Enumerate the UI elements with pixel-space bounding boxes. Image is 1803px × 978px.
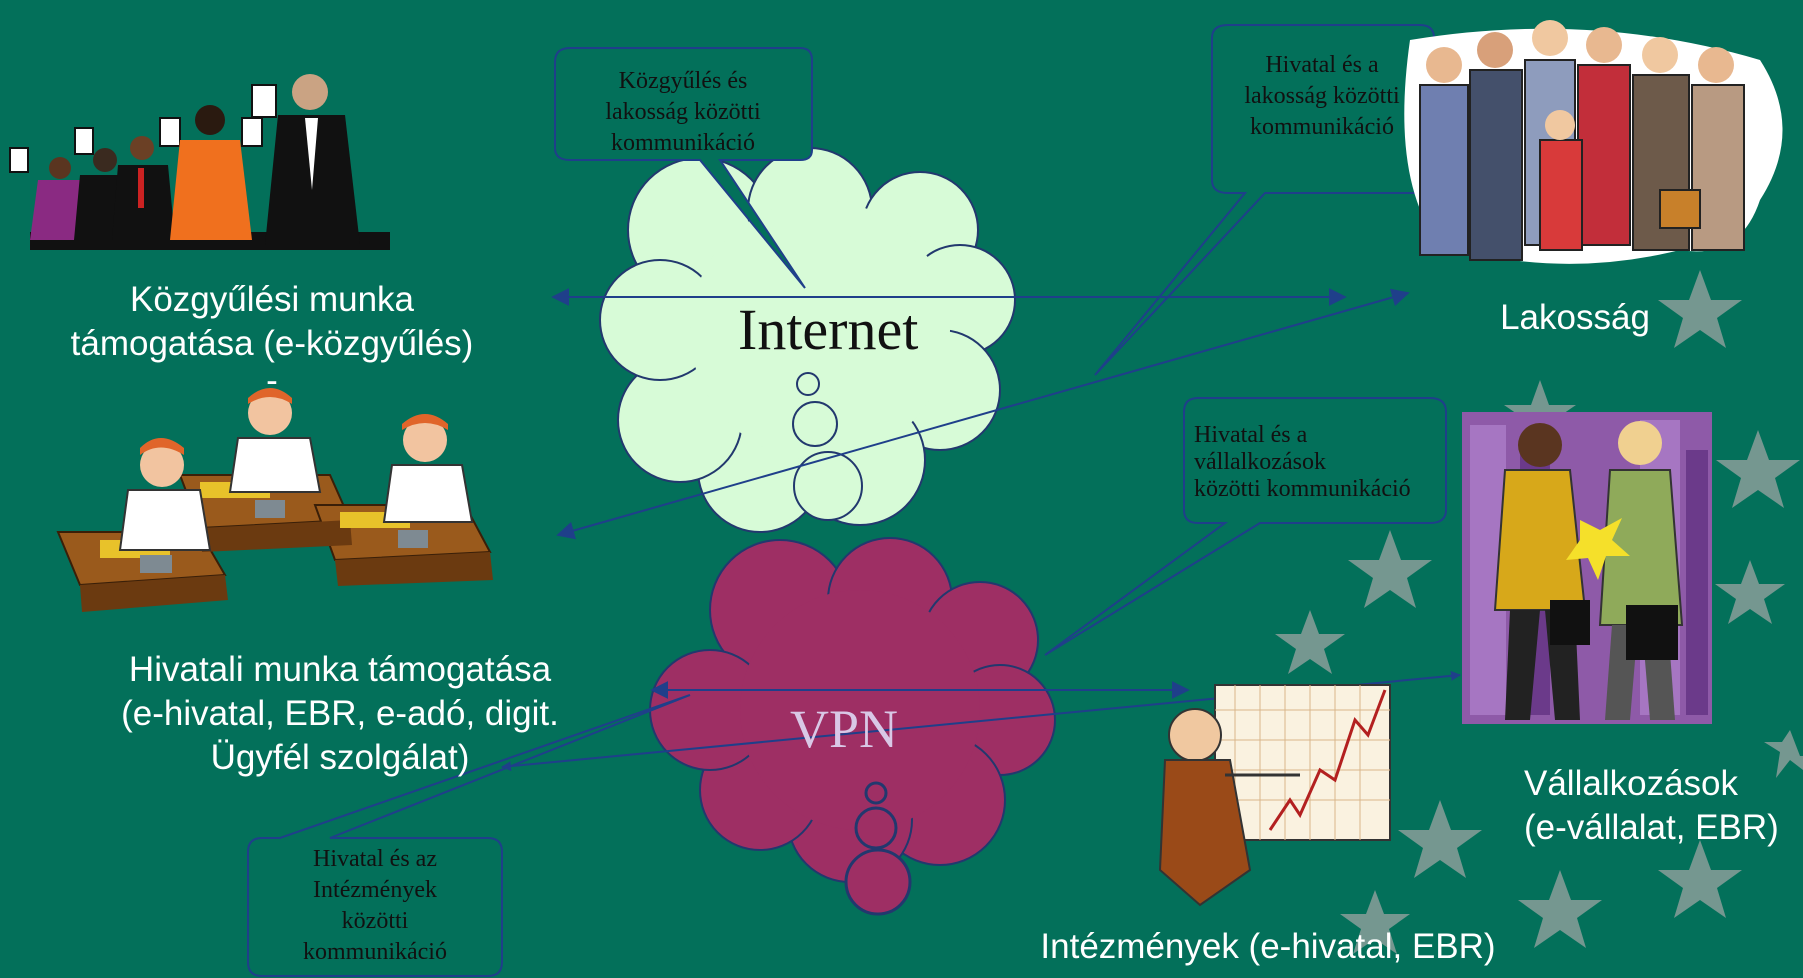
- node-vallalkozasok-label: Vállalkozások (e-vállalat, EBR): [1524, 762, 1800, 850]
- callout-line: Intézmények: [313, 877, 437, 903]
- crowd-icon: [1404, 20, 1783, 264]
- node-label-line: (e-vállalat, EBR): [1524, 808, 1779, 847]
- callout-line: közötti kommunikáció: [1194, 476, 1411, 502]
- node-label-line: Intézmények (e-hivatal, EBR): [1040, 927, 1496, 966]
- node-label-line: Közgyűlési munka: [129, 280, 415, 319]
- callout-line: lakosság közötti: [605, 99, 761, 125]
- star-icon: [1715, 560, 1785, 624]
- callout-line: Hivatal és az: [313, 846, 437, 872]
- callout-hivatal-intezmenyek-text: Hivatal és az Intézmények közötti kommun…: [255, 844, 495, 968]
- internet-cloud-label: Internet: [738, 297, 919, 362]
- star-icon: [1275, 610, 1345, 674]
- callout-line: kommunikáció: [1250, 114, 1394, 140]
- node-label-line: Ügyfél szolgálat): [210, 738, 470, 777]
- callout-line: Közgyűlés és: [618, 68, 748, 94]
- callout-kozgyules-lakossag-text: Közgyűlés és lakosság közötti kommunikác…: [583, 66, 783, 159]
- node-lakossag-label: Lakosság: [1480, 296, 1670, 340]
- callout-line: lakosság közötti: [1244, 83, 1400, 109]
- callout-line: Hivatal és a: [1265, 52, 1379, 78]
- node-label-line: támogatása (e-közgyűlés): [70, 324, 474, 363]
- node-hivatal-label: Hivatali munka támogatása (e-hivatal, EB…: [90, 648, 590, 780]
- node-label-line: -: [266, 361, 278, 400]
- star-icon: [1764, 730, 1803, 778]
- node-intezmenyek-label: Intézmények (e-hivatal, EBR): [1018, 925, 1518, 969]
- presenter-chart-icon: [1158, 684, 1391, 907]
- callout-hivatal-intezmenyek: [247, 694, 691, 977]
- callout-kozgyules-lakossag: [554, 47, 813, 289]
- callout-line: vállalkozások: [1194, 449, 1326, 475]
- callout-line: közötti: [341, 908, 409, 934]
- callout-hivatal-vallalkozasok-text: Hivatal és a vállalkozások közötti kommu…: [1194, 422, 1411, 503]
- callout-hivatal-lakossag-text: Hivatal és a lakosság közötti kommunikác…: [1222, 50, 1422, 143]
- star-icon: [1518, 870, 1602, 948]
- callout-line: kommunikáció: [303, 939, 447, 965]
- callout-line: kommunikáció: [611, 130, 755, 156]
- office-workers-icon: [56, 388, 493, 612]
- star-icon: [1658, 840, 1742, 918]
- node-label-line: Lakosság: [1500, 298, 1650, 337]
- star-icon: [1716, 430, 1800, 508]
- arrow-hivatal-lakossag: [556, 288, 1410, 540]
- callout-line: Hivatal és a: [1194, 422, 1308, 448]
- star-icon: [1398, 800, 1482, 878]
- star-icon: [1340, 890, 1410, 954]
- callout-hivatal-lakossag: [1094, 24, 1435, 376]
- node-kozgyules-label: Közgyűlési munka támogatása (e-közgyűlés…: [42, 278, 502, 400]
- node-label-line: (e-hivatal, EBR, e-adó, digit.: [121, 694, 559, 733]
- vpn-cloud-label: VPN: [790, 699, 899, 759]
- node-label-line: Hivatali munka támogatása: [128, 650, 552, 689]
- star-icon: [1348, 530, 1432, 608]
- council-voting-icon: [9, 74, 390, 250]
- node-label-line: Vállalkozások: [1524, 764, 1738, 803]
- business-handshake-icon: [1462, 412, 1712, 724]
- star-icon: [1658, 270, 1742, 348]
